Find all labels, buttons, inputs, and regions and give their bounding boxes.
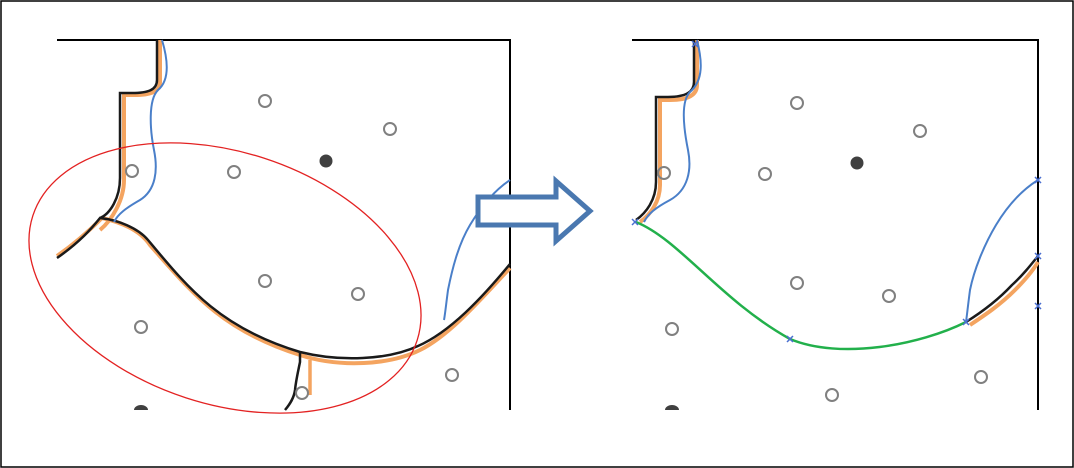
open-point bbox=[258, 94, 272, 108]
right-orange-upper-curve bbox=[638, 40, 699, 224]
left-domain-boundary bbox=[57, 39, 511, 410]
open-point bbox=[125, 164, 139, 178]
filled-point-partial bbox=[134, 405, 148, 410]
right-panel bbox=[631, 39, 1042, 410]
filled-point-partial bbox=[665, 405, 679, 410]
cross-marker bbox=[786, 335, 794, 343]
filled-point bbox=[850, 156, 864, 170]
open-point bbox=[882, 289, 896, 303]
cross-marker bbox=[1034, 176, 1042, 184]
open-point bbox=[134, 320, 148, 334]
open-point bbox=[351, 287, 365, 301]
open-point bbox=[790, 276, 804, 290]
cross-marker bbox=[1034, 302, 1042, 310]
left-blue-upper-curve bbox=[113, 39, 168, 223]
open-point bbox=[913, 124, 927, 138]
right-orange-right-curve bbox=[968, 260, 1040, 327]
open-point bbox=[657, 166, 671, 180]
open-point bbox=[258, 274, 272, 288]
right-blue-right-curve bbox=[965, 179, 1039, 323]
open-point bbox=[295, 386, 309, 400]
cross-markers bbox=[631, 40, 1042, 343]
right-arrow-icon bbox=[475, 175, 594, 247]
open-point bbox=[974, 370, 988, 384]
left-black-upper-curve bbox=[99, 40, 159, 220]
right-blue-upper-curve bbox=[643, 39, 702, 223]
open-point bbox=[825, 388, 839, 402]
open-point bbox=[445, 368, 459, 382]
open-point bbox=[790, 96, 804, 110]
filled-point bbox=[319, 154, 333, 168]
open-point bbox=[758, 167, 772, 181]
open-point bbox=[383, 122, 397, 136]
cross-marker bbox=[631, 218, 639, 226]
left-orange-upper-curve bbox=[98, 40, 162, 232]
right-black-right-curve bbox=[965, 255, 1039, 324]
open-point bbox=[665, 322, 679, 336]
cross-marker bbox=[1034, 252, 1042, 260]
cross-marker bbox=[962, 318, 970, 326]
right-domain-boundary bbox=[632, 39, 1039, 410]
open-point bbox=[227, 165, 241, 179]
cross-marker bbox=[691, 40, 699, 48]
left-black-lower-stub bbox=[284, 352, 302, 411]
highlight-ellipse bbox=[28, 142, 422, 414]
